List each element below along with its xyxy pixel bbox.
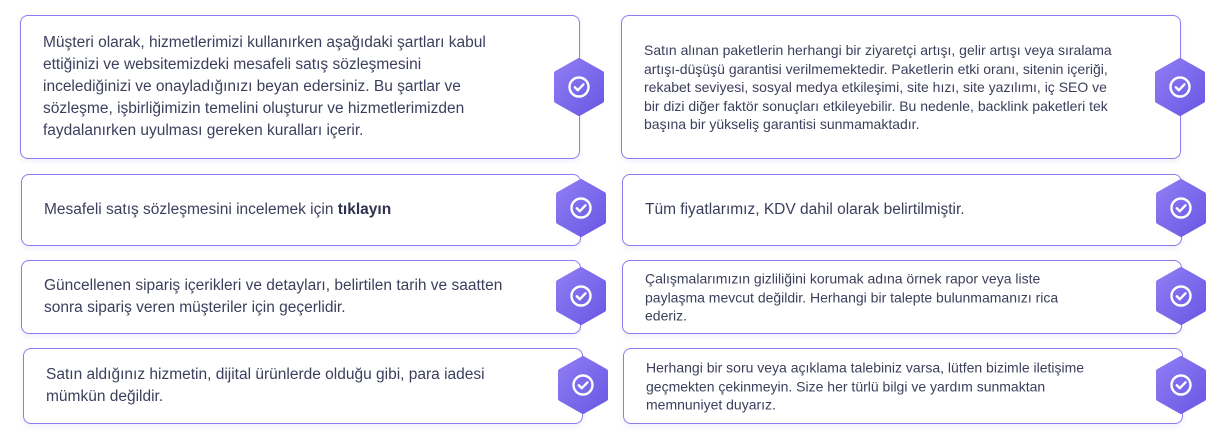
terms-text: Satın alınan paketlerin herhangi bir ziy… [644, 41, 1112, 132]
terms-text: Güncellenen sipariş içerikleri ve detayl… [44, 277, 503, 316]
check-hexagon-icon [557, 356, 609, 414]
terms-text: Mesafeli satış sözleşmesini incelemek iç… [44, 201, 338, 218]
check-hexagon-icon [553, 58, 605, 116]
terms-text: Tüm fiyatlarımız, KDV dahil olarak belir… [645, 201, 965, 218]
contract-link[interactable]: tıklayın [337, 201, 392, 218]
terms-text: Herhangi bir soru veya açıklama talebini… [646, 359, 1085, 413]
terms-text: Satın aldığınız hizmetin, dijital ürünle… [46, 366, 485, 405]
terms-text: Çalışmalarımızın gizliliğini korumak adı… [645, 270, 1059, 324]
terms-card-4: Satın aldığınız hizmetin, dijital ürünle… [23, 348, 583, 424]
check-hexagon-icon [555, 179, 607, 237]
terms-card-1: Müşteri olarak, hizmetlerimizi kullanırk… [20, 15, 580, 159]
terms-card-5: Satın alınan paketlerin herhangi bir ziy… [621, 15, 1181, 159]
terms-card-2: Mesafeli satış sözleşmesini incelemek iç… [21, 174, 581, 246]
terms-text-with-link: Mesafeli satış sözleşmesini incelemek iç… [44, 199, 514, 221]
terms-text: Müşteri olarak, hizmetlerimizi kullanırk… [43, 34, 486, 139]
check-hexagon-icon [1155, 356, 1207, 414]
terms-card-7: Çalışmalarımızın gizliliğini korumak adı… [622, 260, 1182, 334]
check-hexagon-icon [1154, 58, 1206, 116]
check-hexagon-icon [555, 267, 607, 325]
check-hexagon-icon [1155, 179, 1207, 237]
terms-card-3: Güncellenen sipariş içerikleri ve detayl… [21, 260, 581, 334]
terms-card-8: Herhangi bir soru veya açıklama talebini… [623, 348, 1183, 424]
terms-card-6: Tüm fiyatlarımız, KDV dahil olarak belir… [622, 174, 1182, 246]
check-hexagon-icon [1155, 267, 1207, 325]
